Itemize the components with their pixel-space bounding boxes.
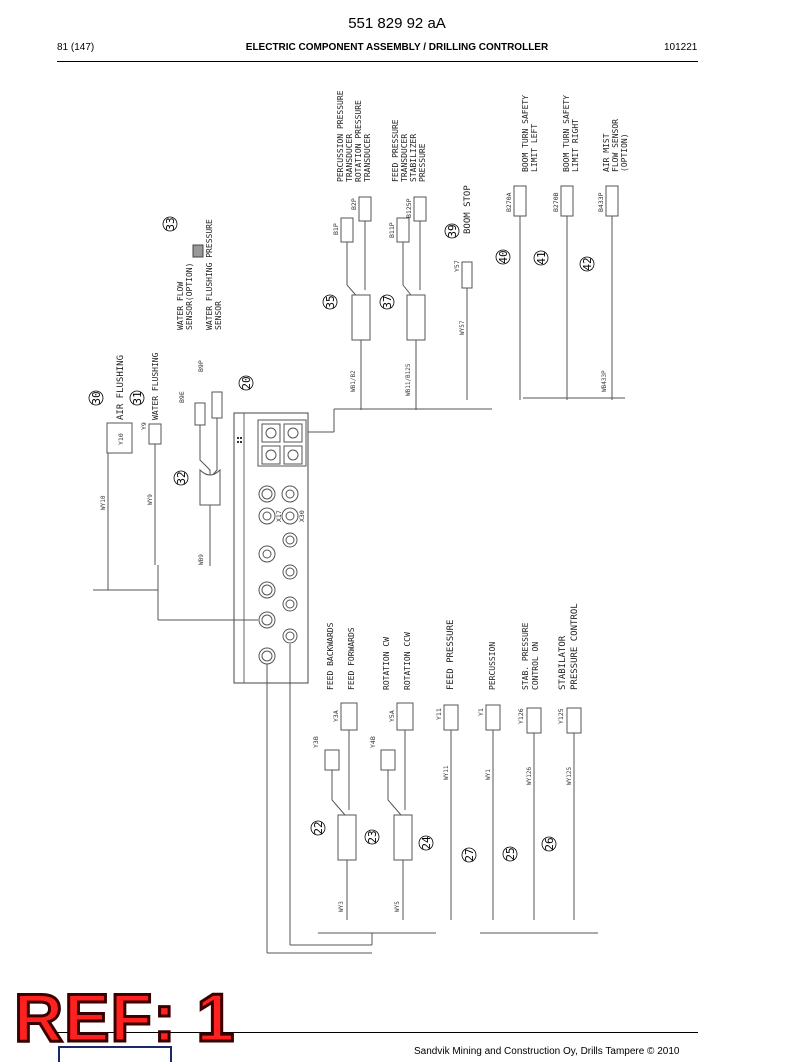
label-turn-left-1: BOOM TURN SAFETY — [521, 95, 530, 172]
callout-27: 27 — [463, 848, 476, 861]
label-rotation-pressure: ROTATION PRESSURE — [354, 100, 363, 182]
label-turn-right-2: LIMIT RIGHT — [571, 119, 580, 172]
callout-41: 41 — [535, 251, 548, 264]
label-air-mist-1: AIR MIST — [602, 133, 611, 172]
section-title: ELECTRIC COMPONENT ASSEMBLY / DRILLING C… — [245, 42, 549, 53]
id-y11: Y11 — [435, 708, 443, 720]
label-feed-pressure: FEED PRESSURE — [391, 119, 400, 182]
id-x30: X30 — [298, 510, 306, 522]
id-b2p: B2P — [350, 198, 358, 210]
id-x17: X17 — [275, 510, 283, 522]
id-y126: Y126 — [517, 708, 525, 724]
id-b9p: B9P — [197, 360, 205, 372]
id-y3a: Y3A — [332, 710, 340, 722]
harness-wy125: WY125 — [566, 767, 573, 785]
callout-20: 20 — [240, 376, 253, 389]
callout-39: 39 — [446, 224, 459, 237]
callout-31: 31 — [131, 391, 144, 404]
harness-wy3: WY3 — [338, 901, 345, 912]
id-y5a: Y5A — [388, 710, 396, 722]
id-b125p: B125P — [405, 198, 413, 218]
label-water-flushing-pressure: WATER FLUSHING PRESSURE — [205, 219, 214, 330]
page-number: 81 (147) — [57, 42, 95, 53]
id-b1p: B1P — [332, 223, 340, 235]
callout-37: 37 — [381, 295, 394, 308]
callout-26: 26 — [543, 837, 556, 850]
id-y10: Y10 — [117, 433, 125, 445]
label-air-flushing: AIR FLUSHING — [116, 355, 126, 420]
document-date: 101221 — [664, 42, 698, 53]
label-feed-backwards: FEED BACKWARDS — [326, 622, 335, 690]
harness-wb1-b2: WB1/B2 — [350, 370, 357, 392]
label-air-mist-2: FLOW SENSOR — [611, 119, 620, 172]
callout-33: 33 — [164, 217, 177, 230]
document-number: 551 829 92 aA — [348, 15, 446, 32]
callout-35: 35 — [324, 295, 337, 308]
label-water-pressure-sensor: SENSOR — [214, 301, 223, 330]
label-turn-left-2: LIMIT LEFT — [530, 124, 539, 172]
harness-wy10: WY10 — [100, 495, 107, 510]
footer-rule — [57, 1032, 698, 1033]
label-rotation-cw: ROTATION CW — [382, 637, 391, 690]
callout-23: 23 — [366, 830, 379, 843]
label-feed-pressure-lower: FEED PRESSURE — [446, 620, 456, 690]
label-stab-pressure-2: CONTROL ON — [531, 642, 540, 690]
label-turn-right-1: BOOM TURN SAFETY — [562, 95, 571, 172]
harness-wb433p: WB433P — [601, 370, 608, 392]
callout-25: 25 — [504, 847, 517, 860]
callout-42: 42 — [581, 257, 594, 270]
id-b9e: B9E — [178, 391, 186, 403]
id-y125: Y125 — [557, 708, 565, 724]
id-b433p: B433P — [597, 192, 605, 212]
label-stabilizer-pressure: PRESSURE — [418, 143, 427, 182]
copyright-text: Sandvik Mining and Construction Oy, Dril… — [414, 1046, 680, 1057]
id-b11p: B11P — [388, 222, 396, 238]
callout-30: 30 — [90, 391, 103, 404]
ref-stamp: REF: 1 — [12, 980, 236, 1056]
id-y1: Y1 — [477, 708, 485, 716]
label-stabilator-2: PRESSURE CONTROL — [570, 603, 580, 690]
label-rotation-transducer: TRANSDUCER — [363, 134, 372, 182]
harness-wb9: WB9 — [198, 554, 205, 565]
label-water-flow: WATER FLOW — [176, 282, 185, 330]
id-y3b: Y3B — [312, 736, 320, 748]
label-stabilator-1: STABILATOR — [558, 635, 568, 690]
harness-wy5: WY5 — [394, 901, 401, 912]
label-stab-pressure-1: STAB. PRESSURE — [521, 622, 530, 690]
callout-22: 22 — [312, 821, 325, 834]
label-rotation-ccw: ROTATION CCW — [403, 632, 412, 690]
label-water-flushing: WATER FLUSHING — [151, 352, 160, 420]
harness-wb11-b125: WB11/B125 — [405, 363, 412, 396]
id-y57: Y57 — [453, 260, 461, 272]
id-b270b: B270B — [552, 192, 560, 212]
id-y9: Y9 — [140, 422, 148, 430]
label-air-mist-3: (OPTION) — [620, 133, 629, 172]
label-feed-forwards: FEED FORWARDS — [347, 627, 356, 690]
callout-40: 40 — [497, 250, 510, 263]
harness-wy57: WY57 — [459, 320, 466, 335]
label-feed-transducer: TRANSDUCER — [400, 134, 409, 182]
label-boom-stop: BOOM STOP — [463, 185, 473, 234]
label-water-flow-sensor: SENSOR(OPTION) — [185, 263, 194, 330]
harness-wy11: WY11 — [443, 765, 450, 780]
label-percussion-pressure: PERCUSSION PRESSURE — [336, 90, 345, 182]
harness-wy9: WY9 — [147, 494, 154, 505]
id-b270a: B270A — [505, 192, 513, 212]
harness-wy1: WY1 — [485, 769, 492, 780]
harness-wy126: WY126 — [526, 767, 533, 785]
label-percussion: PERCUSSION — [488, 642, 497, 690]
id-y4b: Y4B — [369, 736, 377, 748]
header-rule — [57, 61, 698, 62]
callout-32: 32 — [175, 471, 188, 484]
label-percussion-transducer: TRANSDUCER — [345, 134, 354, 182]
label-stabilizer: STABILIZER — [409, 134, 418, 182]
callout-24: 24 — [420, 836, 433, 850]
